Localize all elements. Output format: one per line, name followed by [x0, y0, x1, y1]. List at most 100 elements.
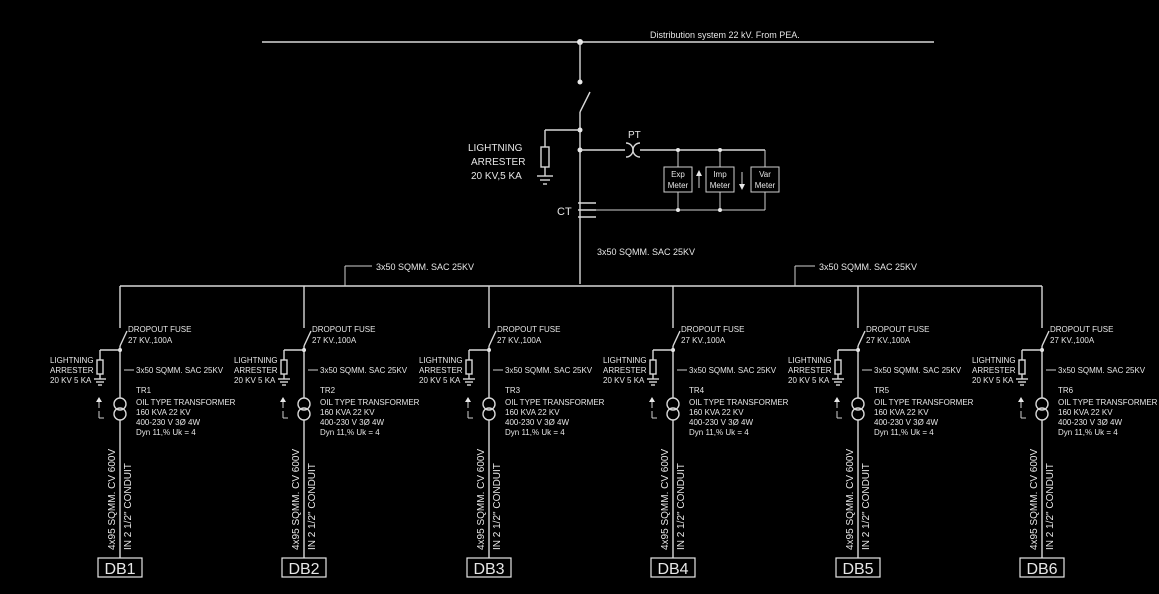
- db-label: DB3: [473, 561, 504, 578]
- lv-cable-label: 4x95 SQMM. CV 600V: [1029, 449, 1040, 550]
- transformer-spec-3: 400-230 V 3Ø 4W: [505, 418, 569, 427]
- feeder-arrester-label-3: 20 KV 5 KA: [788, 376, 830, 385]
- main-cable-label: 3x50 SQMM. SAC 25KV: [597, 247, 695, 257]
- tap-changer-icon: [465, 397, 473, 419]
- transformer-tag: TR6: [1058, 386, 1074, 395]
- svg-text:Exp: Exp: [671, 170, 685, 179]
- dropout-fuse: [303, 330, 312, 347]
- left-bus-cable-leader: [344, 265, 372, 286]
- transformer-spec-3: 400-230 V 3Ø 4W: [136, 418, 200, 427]
- feeder-lightning-arrester: [647, 349, 673, 386]
- db-box: [650, 557, 696, 578]
- var-meter: Var Meter: [750, 166, 780, 193]
- feeder-hv-cable-label: 3x50 SQMM. SAC 25KV: [505, 366, 593, 375]
- feeder-hv-cable-label: 3x50 SQMM. SAC 25KV: [874, 366, 962, 375]
- feeder-arrester-label-3: 20 KV 5 KA: [972, 376, 1014, 385]
- dropout-fuse-label: DROPOUT FUSE: [497, 325, 560, 334]
- lv-cable-label: 4x95 SQMM. CV 600V: [660, 449, 671, 550]
- transformer-spec-3: 400-230 V 3Ø 4W: [874, 418, 938, 427]
- transformer-spec-1: OIL TYPE TRANSFORMER: [689, 398, 789, 407]
- transformer-spec-3: 400-230 V 3Ø 4W: [689, 418, 753, 427]
- import-meter: Imp Meter: [705, 166, 735, 193]
- db-label: DB6: [1026, 561, 1057, 578]
- transformer-tag: TR5: [874, 386, 890, 395]
- feeder-lightning-arrester: [463, 349, 489, 386]
- transformer-spec-2: 160 KVA 22 KV: [320, 408, 375, 417]
- export-meter: Exp Meter: [663, 166, 693, 193]
- right-bus-cable-leader: [794, 265, 815, 286]
- transformer-spec-2: 160 KVA 22 KV: [1058, 408, 1113, 417]
- transformer-spec-1: OIL TYPE TRANSFORMER: [505, 398, 605, 407]
- transformer-spec-1: OIL TYPE TRANSFORMER: [874, 398, 974, 407]
- tap-changer-icon: [280, 397, 288, 419]
- db-label: DB2: [288, 561, 319, 578]
- lv-conduit-label: IN 2 1/2" CONDUIT: [492, 463, 503, 550]
- potential-transformer: [580, 142, 765, 158]
- import-up-arrow-icon: [696, 170, 702, 188]
- feeder-arrester-label-1: LIGHTNING: [419, 356, 463, 365]
- svg-text:Var: Var: [759, 170, 771, 179]
- main-lightning-arrester: [537, 129, 580, 185]
- tap-changer-icon: [649, 397, 657, 419]
- supply-label: Distribution system 22 kV. From PEA.: [650, 30, 800, 40]
- transformer-spec-2: 160 KVA 22 KV: [505, 408, 560, 417]
- dropout-fuse-label: DROPOUT FUSE: [1050, 325, 1113, 334]
- transformer-spec-1: OIL TYPE TRANSFORMER: [320, 398, 420, 407]
- transformer-spec-4: Dyn 11,% Uk = 4: [505, 428, 565, 437]
- dropout-fuse-label: DROPOUT FUSE: [312, 325, 375, 334]
- feeder-arrester-label-3: 20 KV 5 KA: [50, 376, 92, 385]
- lv-conduit-label: IN 2 1/2" CONDUIT: [861, 463, 872, 550]
- export-down-arrow-icon: [739, 172, 745, 190]
- dropout-fuse-rating: 27 KV.,100A: [497, 336, 542, 345]
- feeder-lightning-arrester: [832, 349, 858, 386]
- lv-cable-label: 4x95 SQMM. CV 600V: [845, 449, 856, 550]
- main-switch: [579, 91, 591, 113]
- dropout-fuse-rating: 27 KV.,100A: [681, 336, 726, 345]
- dropout-fuse: [119, 330, 128, 347]
- lv-conduit-label: IN 2 1/2" CONDUIT: [676, 463, 687, 550]
- feeder-arrester-label-2: ARRESTER: [788, 366, 832, 375]
- tap-changer-icon: [96, 397, 104, 419]
- arrester-label-3: 20 KV,5 KA: [471, 171, 522, 182]
- feeder-arrester-label-1: LIGHTNING: [234, 356, 278, 365]
- ct-label: CT: [557, 206, 572, 218]
- arrester-label-1: LIGHTNING: [468, 143, 523, 154]
- transformer-spec-4: Dyn 11,% Uk = 4: [136, 428, 196, 437]
- transformer-symbol: [851, 397, 865, 421]
- feeder-arrester-label-1: LIGHTNING: [788, 356, 832, 365]
- db-box: [466, 557, 512, 578]
- feeder-hv-cable-label: 3x50 SQMM. SAC 25KV: [136, 366, 224, 375]
- db-box: [97, 557, 143, 578]
- transformer-spec-2: 160 KVA 22 KV: [689, 408, 744, 417]
- lv-conduit-label: IN 2 1/2" CONDUIT: [307, 463, 318, 550]
- transformer-spec-1: OIL TYPE TRANSFORMER: [136, 398, 236, 407]
- arrester-label-2: ARRESTER: [471, 157, 525, 168]
- transformer-spec-2: 160 KVA 22 KV: [136, 408, 191, 417]
- db-label: DB1: [104, 561, 135, 578]
- dropout-fuse-rating: 27 KV.,100A: [128, 336, 173, 345]
- transformer-symbol: [113, 397, 127, 421]
- feeder-arrester-label-2: ARRESTER: [972, 366, 1016, 375]
- transformer-spec-4: Dyn 11,% Uk = 4: [874, 428, 934, 437]
- svg-text:Meter: Meter: [668, 181, 689, 190]
- feeder-arrester-label-3: 20 KV 5 KA: [419, 376, 461, 385]
- dropout-fuse-label: DROPOUT FUSE: [128, 325, 191, 334]
- feeder-arrester-label-1: LIGHTNING: [50, 356, 94, 365]
- dropout-fuse-rating: 27 KV.,100A: [312, 336, 357, 345]
- feeder-arrester-label-1: LIGHTNING: [972, 356, 1016, 365]
- transformer-spec-2: 160 KVA 22 KV: [874, 408, 929, 417]
- dropout-fuse: [1041, 330, 1050, 347]
- transformer-tag: TR1: [136, 386, 152, 395]
- current-transformer: [578, 202, 596, 218]
- lv-cable-label: 4x95 SQMM. CV 600V: [107, 449, 118, 550]
- transformer-spec-3: 400-230 V 3Ø 4W: [1058, 418, 1122, 427]
- right-bus-cable-label: 3x50 SQMM. SAC 25KV: [819, 262, 917, 272]
- dropout-fuse-label: DROPOUT FUSE: [681, 325, 744, 334]
- feeder-lightning-arrester: [94, 349, 120, 386]
- feeder-lightning-arrester: [1016, 349, 1042, 386]
